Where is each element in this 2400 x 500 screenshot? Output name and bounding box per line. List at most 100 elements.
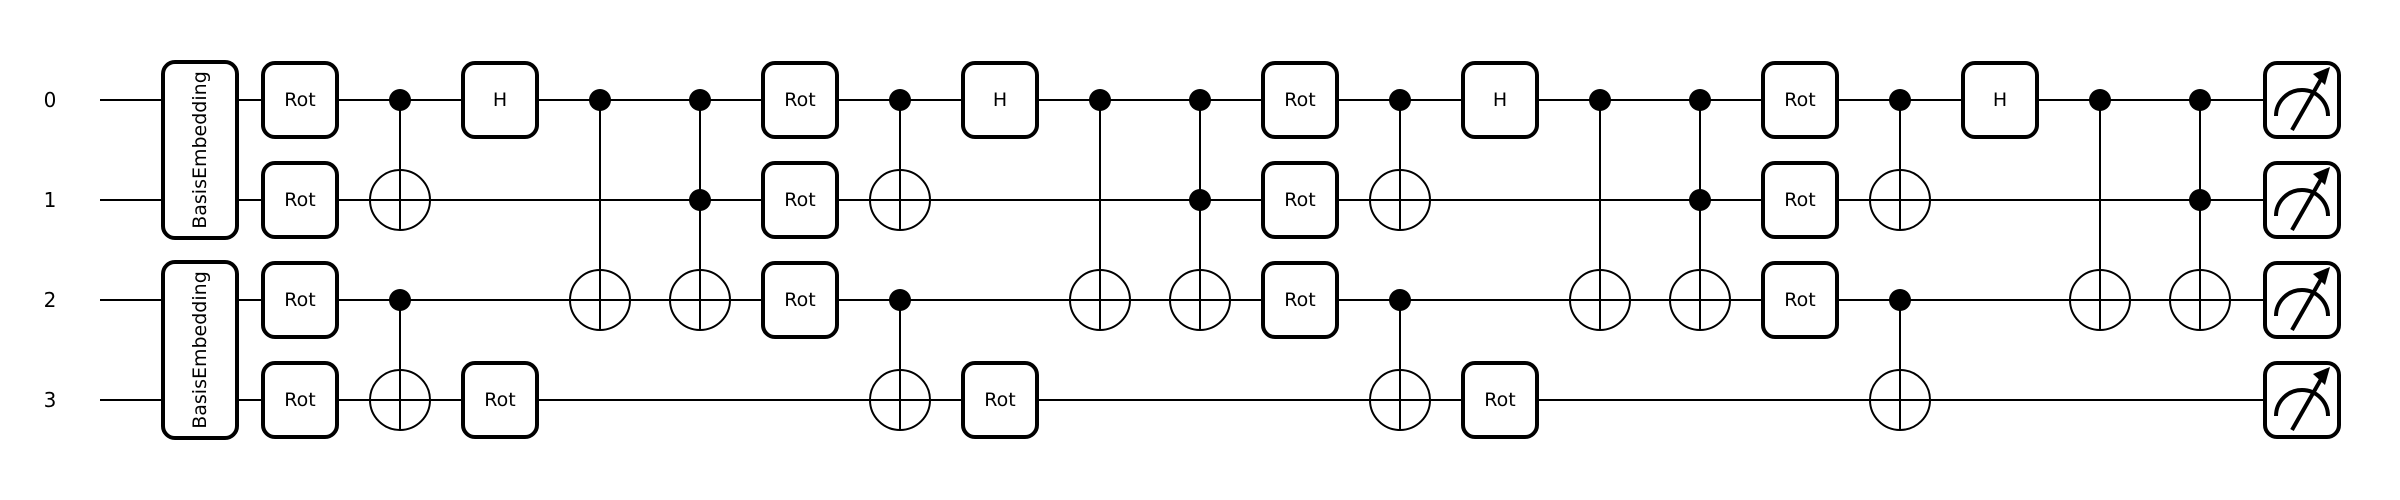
wire-label-2: 2 <box>44 288 57 312</box>
rot-gate-w3-l1: Rot <box>961 361 1039 439</box>
meter-arc <box>2274 188 2330 217</box>
measurement-w1 <box>2263 161 2341 239</box>
meter-arrowhead <box>2313 167 2330 185</box>
meter-arc <box>2274 88 2330 117</box>
rot-gate-l3-w0-label: Rot <box>1784 89 1815 111</box>
hadamard-gate-l1-label: H <box>993 89 1007 111</box>
rot-gate-w3-first: Rot <box>261 361 339 439</box>
hadamard-gate-l3: H <box>1961 61 2039 139</box>
meter-needle <box>2290 373 2326 431</box>
rot-gate-l0-w1-label: Rot <box>284 189 315 211</box>
cnot-01-target-l3 <box>1869 169 1931 231</box>
rot-gate-l0-w2: Rot <box>261 261 339 339</box>
cnot-01-control-l0 <box>389 89 411 111</box>
rot-gate-l3-w1-label: Rot <box>1784 189 1815 211</box>
rot-gate-l1-w1: Rot <box>761 161 839 239</box>
meter-arc <box>2274 288 2330 317</box>
rot-gate-w3-l0: Rot <box>461 361 539 439</box>
cnot-23-target-l2 <box>1369 369 1431 431</box>
cnot-23-control-l2 <box>1389 289 1411 311</box>
toffoli-control-0-l0 <box>689 89 711 111</box>
rot-gate-l1-w0-label: Rot <box>784 89 815 111</box>
hadamard-gate-l3-box <box>1961 61 2039 139</box>
cnot-01-target-l2 <box>1369 169 1431 231</box>
rot-gate-l1-w0-box <box>761 61 839 139</box>
cnot-02-target-l1 <box>1069 269 1131 331</box>
rot-gate-w3-l2: Rot <box>1461 361 1539 439</box>
rot-gate-l3-w1: Rot <box>1761 161 1839 239</box>
rot-gate-l0-w1-box <box>261 161 339 239</box>
rot-gate-l1-w0: Rot <box>761 61 839 139</box>
hadamard-gate-l1-box <box>961 61 1039 139</box>
rot-gate-l0-w0: Rot <box>261 61 339 139</box>
cnot-02-target-l3 <box>2069 269 2131 331</box>
basis-embedding-1-label: BasisEmbedding <box>189 271 211 429</box>
meter-icon <box>2274 67 2330 131</box>
rot-gate-l2-w1-box <box>1261 161 1339 239</box>
meter-arc <box>2274 388 2330 417</box>
toffoli-control-1-l0 <box>689 189 711 211</box>
rot-gate-l1-w1-label: Rot <box>784 189 815 211</box>
cnot-23-control-l1 <box>889 289 911 311</box>
cnot-02-target-l0 <box>569 269 631 331</box>
basis-embedding-0-box <box>161 60 239 240</box>
meter-icon <box>2274 367 2330 431</box>
rot-gate-w3-l2-box <box>1461 361 1539 439</box>
rot-gate-l1-w1-box <box>761 161 839 239</box>
meter-arrowhead <box>2313 67 2330 85</box>
cnot-01-target-l1 <box>869 169 931 231</box>
rot-gate-l2-w1: Rot <box>1261 161 1339 239</box>
toffoli-control-1-l3 <box>2189 189 2211 211</box>
wire-label-3: 3 <box>44 388 57 412</box>
cnot-01-target-l0 <box>369 169 431 231</box>
toffoli-target-l0 <box>669 269 731 331</box>
toffoli-control-0-l1 <box>1189 89 1211 111</box>
rot-gate-l2-w2-label: Rot <box>1284 289 1315 311</box>
hadamard-gate-l2: H <box>1461 61 1539 139</box>
toffoli-target-l1 <box>1169 269 1231 331</box>
rot-gate-w3-first-label: Rot <box>284 389 315 411</box>
rot-gate-l0-w0-label: Rot <box>284 89 315 111</box>
rot-gate-w3-l1-box <box>961 361 1039 439</box>
rot-gate-l2-w0: Rot <box>1261 61 1339 139</box>
cnot-01-control-l2 <box>1389 89 1411 111</box>
rot-gate-w3-l1-label: Rot <box>984 389 1015 411</box>
rot-gate-w3-l0-box <box>461 361 539 439</box>
rot-gate-w3-l0-label: Rot <box>484 389 515 411</box>
measurement-w2 <box>2263 261 2341 339</box>
basis-embedding-1: BasisEmbedding <box>161 260 239 440</box>
meter-needle <box>2290 173 2326 231</box>
rot-gate-l3-w0: Rot <box>1761 61 1839 139</box>
basis-embedding-0-label: BasisEmbedding <box>189 71 211 229</box>
toffoli-control-0-l2 <box>1689 89 1711 111</box>
cnot-23-target-l1 <box>869 369 931 431</box>
cnot-02-control-l3 <box>2089 89 2111 111</box>
cnot-02-control-l0 <box>589 89 611 111</box>
rot-gate-l3-w2-box <box>1761 261 1839 339</box>
rot-gate-l0-w0-box <box>261 61 339 139</box>
rot-gate-l0-w2-box <box>261 261 339 339</box>
rot-gate-l3-w0-box <box>1761 61 1839 139</box>
rot-gate-l2-w0-label: Rot <box>1284 89 1315 111</box>
toffoli-control-1-l1 <box>1189 189 1211 211</box>
meter-arrowhead <box>2313 367 2330 385</box>
basis-embedding-1-box <box>161 260 239 440</box>
cnot-02-control-l1 <box>1089 89 1111 111</box>
toffoli-target-l2 <box>1669 269 1731 331</box>
meter-arrowhead <box>2313 267 2330 285</box>
meter-needle <box>2290 273 2326 331</box>
hadamard-gate-l2-box <box>1461 61 1539 139</box>
toffoli-control-1-l2 <box>1689 189 1711 211</box>
rot-gate-l2-w2-box <box>1261 261 1339 339</box>
hadamard-gate-l2-label: H <box>1493 89 1507 111</box>
rot-gate-w3-first-box <box>261 361 339 439</box>
cnot-23-control-l0 <box>389 289 411 311</box>
rot-gate-l0-w2-label: Rot <box>284 289 315 311</box>
toffoli-target-l3 <box>2169 269 2231 331</box>
cnot-02-control-l2 <box>1589 89 1611 111</box>
hadamard-gate-l0-label: H <box>493 89 507 111</box>
rot-gate-l3-w2: Rot <box>1761 261 1839 339</box>
wire-label-1: 1 <box>44 188 57 212</box>
